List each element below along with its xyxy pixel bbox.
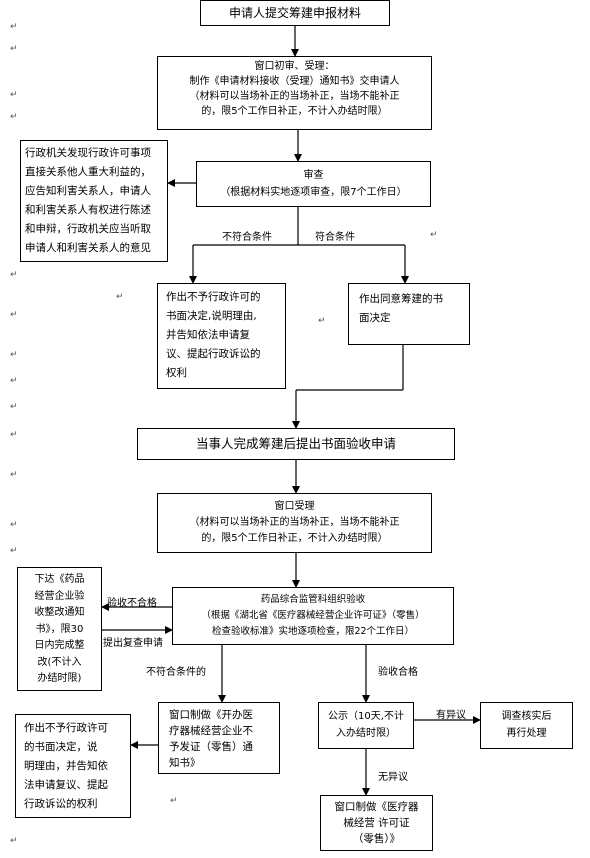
node-approve-line-1: 作出同意筹建的书 [359, 293, 443, 305]
node-rectify-line-6: 改(不计入 [37, 656, 82, 668]
node-deny1-line-4: 议、提起行政诉讼的 [166, 348, 261, 360]
node-window-accept2-line-3: 的，限5个工作日补正，不计入办结时限） [201, 533, 388, 544]
label-meet: 符合条件 [315, 232, 355, 243]
para-mark: ↵ [318, 316, 326, 326]
para-mark: ↵ [10, 310, 18, 320]
label-no-objection: 无异议 [378, 772, 408, 783]
para-mark: ↵ [10, 470, 18, 480]
node-deny2-line-1: 作出不予行政许可 [24, 722, 108, 734]
node-inspect-request: 当事人完成筹建后提出书面验收申请 [137, 428, 455, 460]
label-not-meet2: 不符合条件的 [146, 667, 206, 678]
para-mark: ↵ [430, 230, 438, 240]
node-rectify-line-1: 下达《药品 [34, 574, 85, 585]
label-fail: 验收不合格 [107, 598, 157, 609]
para-mark: ↵ [10, 270, 18, 280]
node-inspection-line-3: 检查验收标准》实地逐项检查，限22个工作日） [211, 626, 415, 637]
node-hearing-line-3: 应告知利害关系人，申请人 [25, 185, 151, 197]
node-window-accept-line-1: 窗口初审、受理： [254, 61, 335, 72]
node-notify-deny-line-3: 予发证（零售）通 [169, 741, 253, 753]
node-hearing-line-4: 和利害关系人有权进行陈述 [25, 204, 151, 216]
node-notify-deny-line-4: 知书》 [169, 757, 201, 769]
node-submit: 申请人提交筹建申报材料 [200, 0, 390, 26]
node-issue: 窗口制做《医疗器 械经营 许可证 （零售）》 [320, 795, 433, 851]
para-mark: ↵ [10, 520, 18, 530]
node-window-accept-line-2: 制作《申请材料接收（受理）通知书》交申请人 [189, 76, 400, 87]
node-window-accept-line-3: （材料可以当场补正的当场补正，当场不能补正 [189, 91, 400, 102]
node-review-line-2: （根据材料实地逐项审查，限7个工作日） [220, 187, 407, 198]
node-review: 审查 （根据材料实地逐项审查，限7个工作日） [196, 161, 431, 207]
node-deny1-line-1: 作出不予行政许可的 [166, 291, 261, 303]
node-deny1: 作出不予行政许可的 书面决定,说明理由, 并告知依法申请复 议、提起行政诉讼的 … [157, 283, 286, 389]
node-window-accept-line-4: 的，限5个工作日补正，不计入办结时限） [201, 106, 388, 117]
node-notify-deny-line-1: 窗口制做《开办医 [169, 709, 253, 721]
node-rectify: 下达《药品 经营企业验 收整改通知 书》，限30 日内完成整 改(不计入 办结时… [17, 567, 102, 691]
node-issue-line-1: 窗口制做《医疗器 [334, 801, 419, 813]
node-publicity: 公示（10天,不计 入办结时限） [318, 702, 414, 749]
node-hearing: 行政机关发现行政许可事项 直接关系他人重大利益的， 应告知利害关系人，申请人 和… [20, 140, 168, 262]
para-mark: ↵ [10, 44, 18, 54]
node-rectify-line-4: 书》，限30 [35, 623, 84, 635]
node-hearing-line-2: 直接关系他人重大利益的， [25, 166, 151, 178]
para-mark: ↵ [170, 796, 178, 806]
label-pass: 验收合格 [378, 667, 418, 678]
node-review-line-1: 审查 [303, 170, 324, 181]
node-approve: 作出同意筹建的书 面决定 [348, 283, 470, 345]
node-verify-line-1: 调查核实后 [501, 711, 552, 722]
node-inspection-line-1: 药品综合监管科组织验收 [260, 594, 366, 605]
node-issue-line-3: （零售）》 [352, 833, 401, 845]
node-deny2-line-4: 法申请复议、提起 [24, 779, 108, 791]
node-inspection: 药品综合监管科组织验收 （根据《湖北省《医疗器械经营企业许可证》（零售） 检查验… [172, 587, 454, 645]
para-mark: ↵ [10, 836, 18, 846]
label-recheck: 提出复查申请 [103, 638, 163, 649]
node-deny2-line-2: 的书面决定，说 [24, 741, 98, 753]
para-mark: ↵ [10, 402, 18, 412]
node-hearing-line-6: 申请人和利害关系人的意见 [25, 242, 151, 254]
node-hearing-line-1: 行政机关发现行政许可事项 [25, 147, 151, 159]
node-rectify-line-7: 办结时限) [37, 673, 82, 684]
para-mark: ↵ [10, 90, 18, 100]
node-inspection-line-2: （根据《湖北省《医疗器械经营企业许可证》（零售） [201, 610, 425, 621]
para-mark: ↵ [116, 292, 124, 302]
node-rectify-line-2: 经营企业验 [34, 590, 85, 602]
para-mark: ↵ [10, 430, 18, 440]
node-window-accept2: 窗口受理 （材料可以当场补正的当场补正，当场不能补正 的，限5个工作日补正，不计… [157, 493, 432, 553]
node-deny1-line-5: 权利 [166, 367, 187, 379]
node-notify-deny: 窗口制做《开办医 疗器械经营企业不 予发证（零售）通 知书》 [158, 702, 280, 774]
para-mark: ↵ [10, 112, 18, 122]
para-mark: ↵ [10, 546, 18, 556]
node-notify-deny-line-2: 疗器械经营企业不 [169, 725, 253, 737]
label-not-meet: 不符合条件 [222, 232, 272, 243]
node-publicity-line-1: 公示（10天,不计 [328, 711, 404, 722]
node-deny1-line-3: 并告知依法申请复 [166, 329, 250, 341]
node-rectify-line-3: 收整改通知 [34, 607, 85, 618]
para-mark: ↵ [10, 22, 18, 32]
node-deny1-line-2: 书面决定,说明理由, [166, 310, 257, 322]
node-approve-line-2: 面决定 [359, 312, 391, 324]
para-mark: ↵ [10, 350, 18, 360]
node-verify-line-2: 再行处理 [506, 728, 547, 739]
node-publicity-line-2: 入办结时限） [336, 728, 396, 739]
node-rectify-line-5: 日内完成整 [34, 640, 85, 651]
node-submit-text: 申请人提交筹建申报材料 [228, 6, 361, 20]
node-deny2-line-3: 明理由，并告知依 [24, 760, 108, 772]
para-mark: ↵ [10, 376, 18, 386]
node-window-accept2-line-2: （材料可以当场补正的当场补正，当场不能补正 [189, 517, 400, 528]
node-window-accept: 窗口初审、受理： 制作《申请材料接收（受理）通知书》交申请人 （材料可以当场补正… [157, 56, 432, 130]
node-inspect-request-text: 当事人完成筹建后提出书面验收申请 [195, 436, 396, 451]
node-window-accept2-line-1: 窗口受理 [274, 501, 315, 512]
node-deny2: 作出不予行政许可 的书面决定，说 明理由，并告知依 法申请复议、提起 行政诉讼的… [15, 714, 131, 818]
node-hearing-line-5: 和申辩，行政机关应当听取 [25, 223, 151, 235]
node-deny2-line-5: 行政诉讼的权利 [24, 798, 98, 810]
node-verify: 调查核实后 再行处理 [480, 702, 573, 749]
node-issue-line-2: 械经营 许可证 [343, 817, 410, 829]
label-objection: 有异议 [436, 710, 466, 721]
